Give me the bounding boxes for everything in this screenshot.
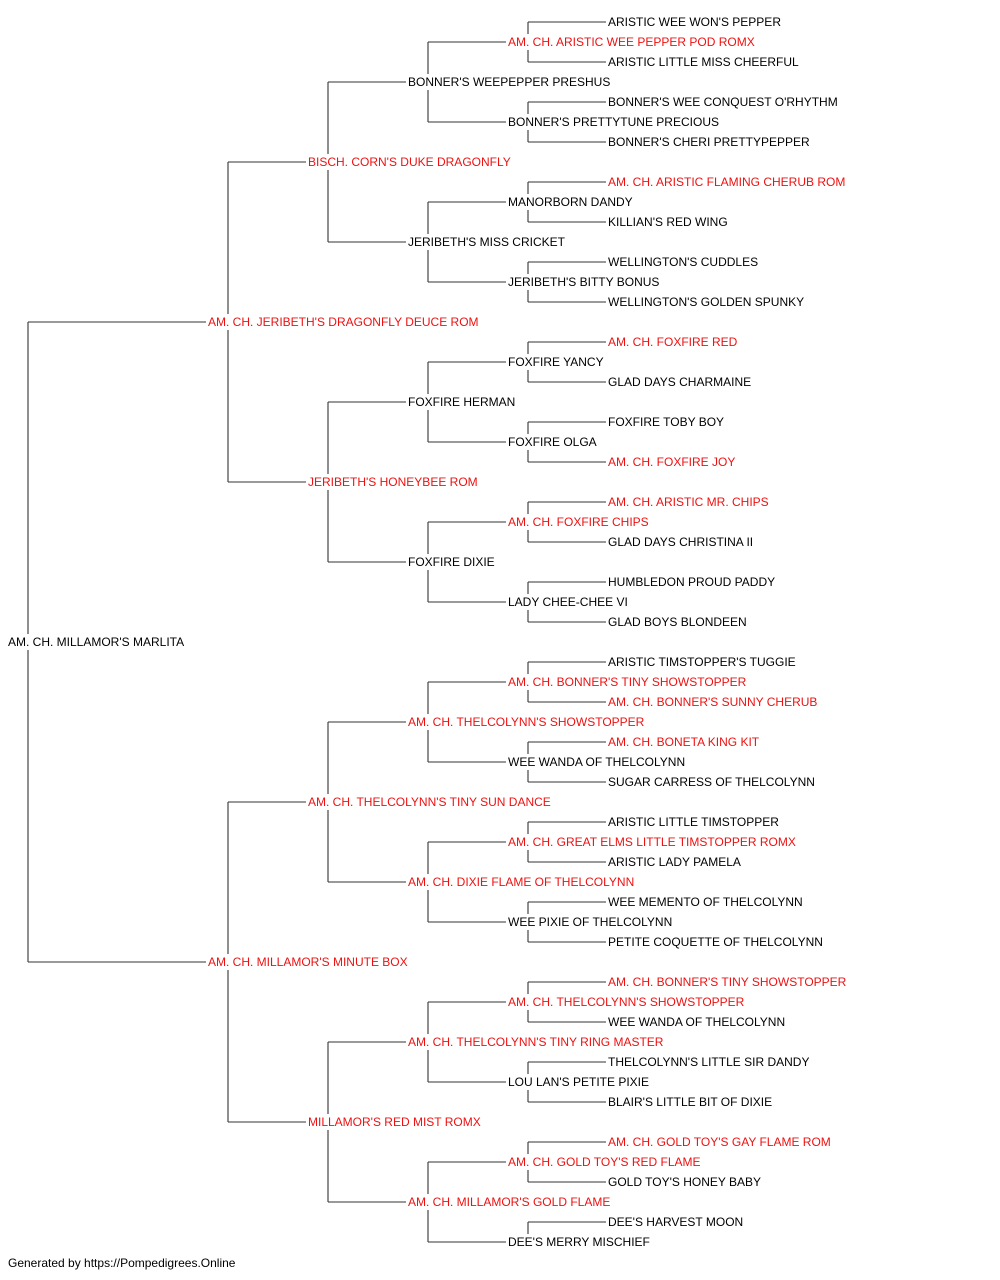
ancestor-name: AM. CH. GREAT ELMS LITTLE TIMSTOPPER ROM… [508,835,796,849]
ancestor-name: AM. CH. MILLAMOR'S GOLD FLAME [408,1195,610,1209]
ancestor-name: AM. CH. ARISTIC MR. CHIPS [608,495,769,509]
ancestor-name: AM. CH. DIXIE FLAME OF THELCOLYNN [408,875,634,889]
ancestor-name: AM. CH. JERIBETH'S DRAGONFLY DEUCE ROM [208,315,479,329]
ancestor-name: AM. CH. BONNER'S SUNNY CHERUB [608,695,817,709]
ancestor-name: BONNER'S WEEPEPPER PRESHUS [408,75,610,89]
ancestor-name: JERIBETH'S HONEYBEE ROM [308,475,478,489]
ancestor-name: HUMBLEDON PROUD PADDY [608,575,775,589]
ancestor-name: PETITE COQUETTE OF THELCOLYNN [608,935,823,949]
ancestor-name: GLAD BOYS BLONDEEN [608,615,747,629]
ancestor-name: GOLD TOY'S HONEY BABY [608,1175,761,1189]
ancestor-name: BONNER'S WEE CONQUEST O'RHYTHM [608,95,838,109]
ancestor-name: WELLINGTON'S GOLDEN SPUNKY [608,295,804,309]
ancestor-name: BLAIR'S LITTLE BIT OF DIXIE [608,1095,772,1109]
ancestor-name: FOXFIRE OLGA [508,435,597,449]
ancestor-name: MILLAMOR'S RED MIST ROMX [308,1115,481,1129]
ancestor-name: GLAD DAYS CHARMAINE [608,375,751,389]
pedigree-tree: AM. CH. MILLAMOR'S MARLITA AM. CH. JERIBE… [8,15,847,1249]
ancestor-name: THELCOLYNN'S LITTLE SIR DANDY [608,1055,809,1069]
ancestor-name: FOXFIRE HERMAN [408,395,515,409]
ancestor-name: AM. CH. BONETA KING KIT [608,735,760,749]
ancestor-name: SUGAR CARRESS OF THELCOLYNN [608,775,815,789]
ancestor-name: AM. CH. THELCOLYNN'S TINY SUN DANCE [308,795,551,809]
ancestor-name: ARISTIC TIMSTOPPER'S TUGGIE [608,655,796,669]
ancestor-name: GLAD DAYS CHRISTINA II [608,535,753,549]
ancestor-name: ARISTIC LADY PAMELA [608,855,741,869]
ancestor-name: ARISTIC WEE WON'S PEPPER [608,15,781,29]
ancestor-name: WEE PIXIE OF THELCOLYNN [508,915,672,929]
ancestor-name: AM. CH. BONNER'S TINY SHOWSTOPPER [608,975,847,989]
ancestor-name: AM. CH. BONNER'S TINY SHOWSTOPPER [508,675,747,689]
ancestor-name: AM. CH. GOLD TOY'S GAY FLAME ROM [608,1135,831,1149]
ancestor-name: WEE WANDA OF THELCOLYNN [508,755,685,769]
ancestor-name: AM. CH. THELCOLYNN'S TINY RING MASTER [408,1035,664,1049]
ancestor-name: BONNER'S CHERI PRETTYPEPPER [608,135,810,149]
ancestor-name: BISCH. CORN'S DUKE DRAGONFLY [308,155,511,169]
ancestor-name: WELLINGTON'S CUDDLES [608,255,758,269]
ancestor-name: LADY CHEE-CHEE VI [508,595,628,609]
ancestor-name: AM. CH. FOXFIRE RED [608,335,738,349]
ancestor-name: AM. CH. ARISTIC WEE PEPPER POD ROMX [508,35,755,49]
ancestor-name: ARISTIC LITTLE MISS CHEERFUL [608,55,799,69]
ancestor-name: AM. CH. GOLD TOY'S RED FLAME [508,1155,701,1169]
subject-name: AM. CH. MILLAMOR'S MARLITA [8,635,184,649]
footer-credit: Generated by https://Pompedigrees.Online [8,1256,236,1270]
ancestor-name: BONNER'S PRETTYTUNE PRECIOUS [508,115,719,129]
ancestor-name: ARISTIC LITTLE TIMSTOPPER [608,815,779,829]
ancestor-name: AM. CH. FOXFIRE CHIPS [508,515,649,529]
ancestor-name: DEE'S HARVEST MOON [608,1215,743,1229]
ancestor-name: DEE'S MERRY MISCHIEF [508,1235,650,1249]
ancestor-name: AM. CH. THELCOLYNN'S SHOWSTOPPER [508,995,745,1009]
ancestor-name: LOU LAN'S PETITE PIXIE [508,1075,649,1089]
ancestor-name: AM. CH. THELCOLYNN'S SHOWSTOPPER [408,715,645,729]
ancestor-name: MANORBORN DANDY [508,195,633,209]
ancestor-name: FOXFIRE TOBY BOY [608,415,724,429]
ancestor-name: JERIBETH'S BITTY BONUS [508,275,659,289]
ancestor-name: WEE MEMENTO OF THELCOLYNN [608,895,803,909]
ancestor-name: WEE WANDA OF THELCOLYNN [608,1015,785,1029]
ancestor-name: AM. CH. FOXFIRE JOY [608,455,735,469]
ancestor-name: AM. CH. MILLAMOR'S MINUTE BOX [208,955,408,969]
ancestor-name: FOXFIRE YANCY [508,355,604,369]
ancestor-name: FOXFIRE DIXIE [408,555,495,569]
ancestor-name: AM. CH. ARISTIC FLAMING CHERUB ROM [608,175,845,189]
ancestor-name: JERIBETH'S MISS CRICKET [408,235,566,249]
ancestor-name: KILLIAN'S RED WING [608,215,728,229]
